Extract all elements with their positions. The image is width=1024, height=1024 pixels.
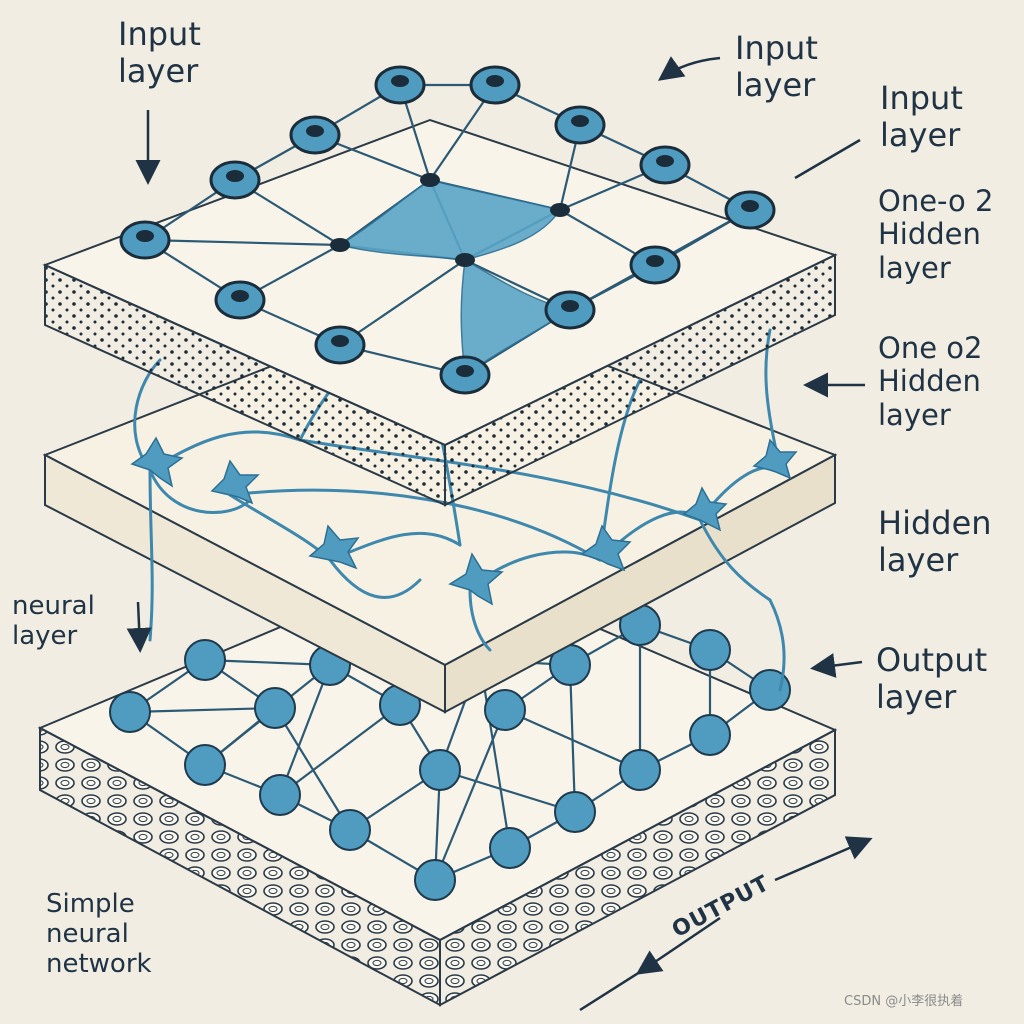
label-caption: Simple neural network: [46, 889, 152, 979]
arrow-output-up: [774, 836, 873, 882]
output-neurons: [109, 604, 791, 901]
top-slab: [42, 118, 838, 507]
label-output-layer: Output layer: [876, 641, 988, 716]
label-input-right: Input layer: [880, 79, 963, 154]
label-hidden-a: One-o 2 Hidden layer: [878, 184, 994, 285]
annotation-arrows: [126, 56, 873, 1012]
hidden-neurons: [130, 436, 798, 606]
input-neurons: [119, 65, 776, 395]
label-hidden-b: One o2 Hidden layer: [878, 331, 983, 432]
label-neural-layer: neural layer: [12, 591, 95, 651]
label-hidden-c: Hidden layer: [878, 504, 992, 579]
watermark: CSDN @小李很执着: [844, 994, 964, 1009]
arrow-input-right: [794, 138, 861, 180]
arrow-output-down: [635, 916, 721, 975]
arrow-input-top-right: [657, 56, 721, 81]
arrow-neural-layer: [126, 601, 152, 653]
arrow-output-layer: [810, 653, 863, 678]
label-input-top-right: Input layer: [735, 29, 818, 104]
input-central-blob: [338, 179, 572, 377]
label-input-left: Input layer: [118, 15, 201, 90]
